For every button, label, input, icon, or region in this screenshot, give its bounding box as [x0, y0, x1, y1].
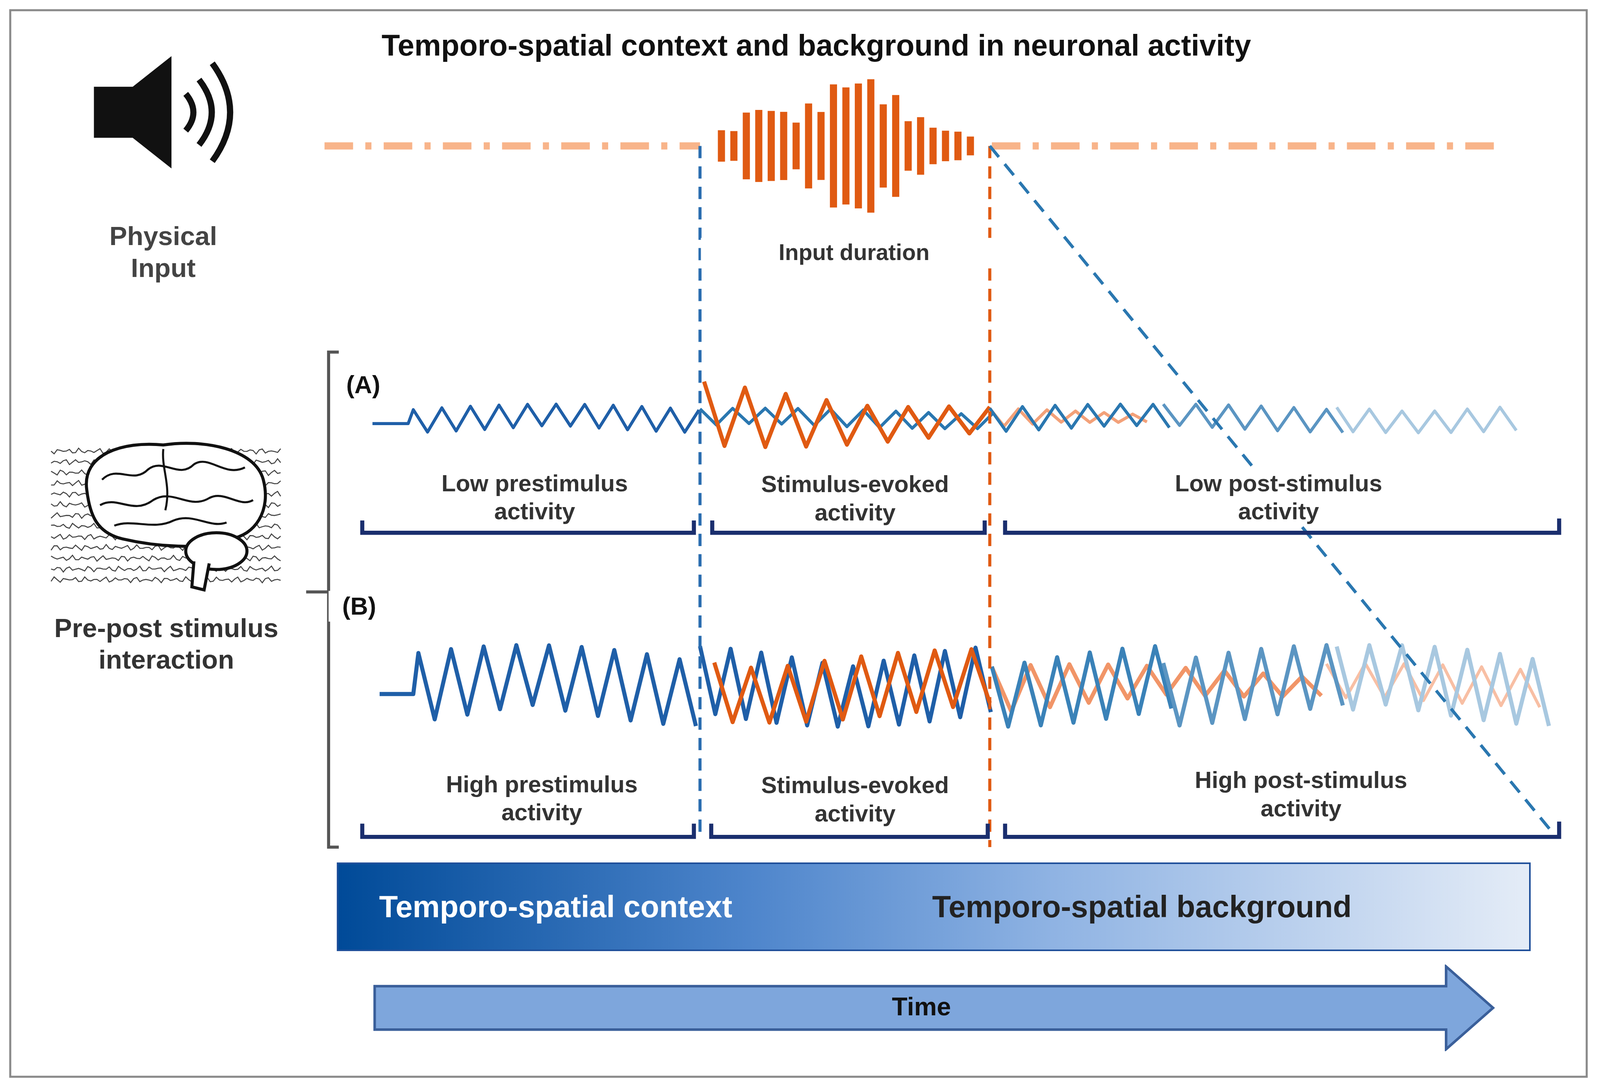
eeg-trace [51, 566, 281, 572]
sound-bar [742, 112, 750, 180]
frame [10, 10, 1587, 1077]
wave-trace [1336, 407, 1517, 433]
annotation-label: Stimulus-evoked activity [732, 770, 978, 828]
sound-bar [842, 87, 850, 205]
speaker-icon [93, 55, 231, 169]
sound-bar [867, 79, 875, 213]
sound-bar [767, 111, 775, 182]
sound-bar [879, 104, 887, 188]
annotation-label: Pre-post stimulus interaction [18, 611, 315, 677]
sound-bar [755, 109, 763, 182]
period-brackets [362, 518, 1560, 837]
band-label: Temporo-spatial context [378, 889, 733, 925]
sound-bar [967, 136, 975, 156]
annotation-label: Input duration [701, 237, 1008, 267]
wave-trace [372, 404, 700, 433]
diagram-title: Temporo-spatial context and background i… [381, 27, 1252, 62]
sound-bar [717, 130, 725, 162]
sound-bar [916, 116, 925, 175]
wave-trace [1163, 404, 1343, 433]
sound-bar [904, 121, 912, 171]
sound-bar [805, 103, 813, 189]
brain-gyri [100, 449, 254, 526]
time-arrow: Time [372, 964, 1496, 1051]
wave-trace [991, 645, 1172, 727]
annotation-label: High post-stimulus activity [1158, 764, 1444, 823]
speaker-cone [132, 55, 172, 169]
wave-trace [989, 404, 1170, 432]
annotation-label: (A) [332, 369, 394, 401]
brain-icon [86, 443, 266, 590]
sound-bar [779, 111, 788, 181]
speaker-body [93, 86, 135, 138]
wave-trace [1336, 645, 1550, 726]
eeg-trace [51, 576, 281, 583]
sound-arc [212, 63, 231, 162]
decay-line [989, 145, 1557, 837]
brainstem [191, 561, 210, 591]
baseline-line [324, 142, 700, 150]
wave-trace [699, 645, 991, 727]
wave-trace [714, 649, 990, 723]
sound-bar [929, 127, 937, 165]
sound-arc [185, 93, 194, 131]
annotation-label: (B) [328, 590, 390, 622]
sound-bar [792, 122, 800, 170]
sound-burst [717, 79, 974, 213]
sound-arc [198, 79, 212, 145]
axis-label: Time [891, 991, 951, 1021]
annotation-label: Stimulus-evoked activity [732, 469, 978, 528]
sound-bar [817, 111, 825, 181]
annotation-label: High prestimulus activity [414, 768, 670, 827]
sound-bar [941, 130, 949, 162]
sound-bar [730, 131, 738, 161]
wave-trace [1163, 644, 1343, 726]
band-label: Temporo-spatial background [932, 889, 1352, 925]
wave-trace [703, 381, 990, 448]
period-bracket [1005, 821, 1560, 837]
wave-trace [699, 408, 994, 429]
brain-outline [86, 443, 266, 546]
annotation-label: Low prestimulus activity [412, 467, 658, 526]
annotation-label: Physical Input [86, 219, 240, 285]
wave-trace [379, 644, 697, 726]
gradient-band: Temporo-spatial context Temporo-spatial b… [336, 862, 1531, 951]
arrow-polygon [374, 966, 1493, 1049]
baseline-line [991, 142, 1502, 150]
sound-bar [829, 84, 838, 208]
neural-waves [372, 381, 1550, 727]
annotation-label: Low post-stimulus activity [1140, 467, 1417, 526]
sound-bar [854, 83, 862, 209]
sound-bar [892, 94, 900, 197]
sound-bar [954, 131, 962, 161]
